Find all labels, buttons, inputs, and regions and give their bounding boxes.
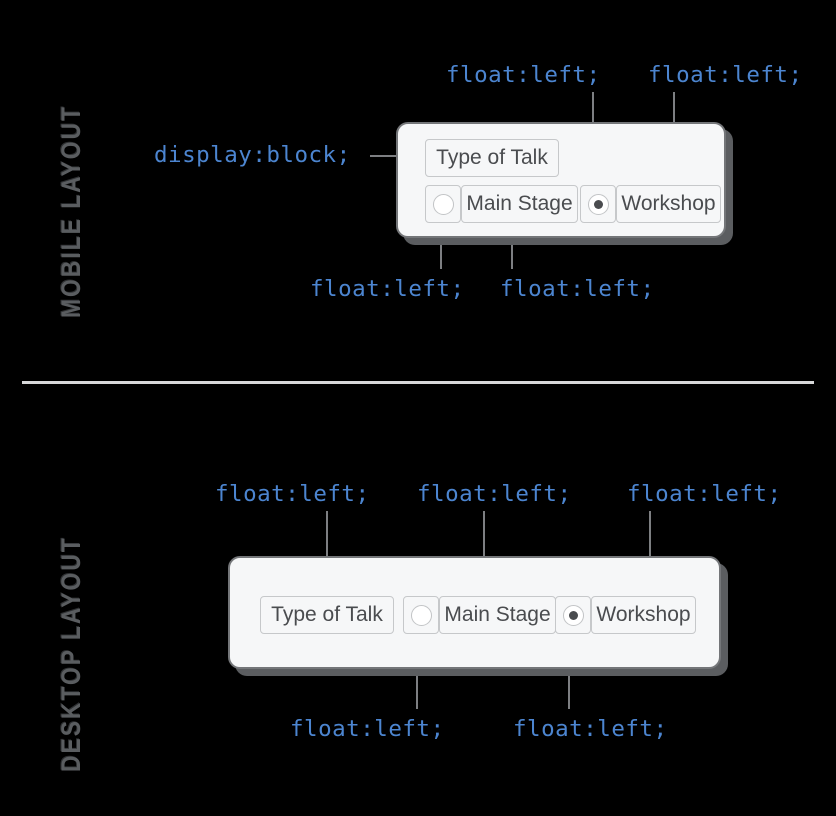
annotation-mobile-top-2: float:left;: [648, 62, 803, 88]
field-type-of-talk-desktop[interactable]: Type of Talk: [260, 596, 394, 634]
section-divider: [22, 381, 814, 384]
radio-main-stage-desktop[interactable]: [403, 596, 439, 634]
radio-circle-icon: [432, 193, 454, 215]
annotation-mobile-bottom-2: float:left;: [500, 276, 655, 302]
label-workshop-mobile[interactable]: Workshop: [616, 185, 721, 223]
radio-circle-icon: [410, 604, 432, 626]
annotation-desktop-bottom-1: float:left;: [290, 716, 445, 742]
annotation-mobile-left: display:block;: [154, 142, 351, 168]
leader-line-mobile-top-1: [592, 92, 594, 125]
leader-line-mobile-left: [370, 155, 398, 157]
label-main-stage-desktop[interactable]: Main Stage: [439, 596, 556, 634]
section-title-mobile: MOBILE LAYOUT: [56, 105, 86, 319]
leader-line-desktop-top-1: [326, 511, 328, 556]
form-card-desktop: Type of Talk Main Stage Workshop: [228, 556, 721, 669]
field-type-of-talk-mobile[interactable]: Type of Talk: [425, 139, 559, 177]
leader-line-mobile-top-2: [673, 92, 675, 125]
annotation-desktop-bottom-2: float:left;: [513, 716, 668, 742]
annotation-mobile-top-1: float:left;: [446, 62, 601, 88]
radio-workshop-mobile[interactable]: [580, 185, 616, 223]
label-workshop-desktop[interactable]: Workshop: [591, 596, 696, 634]
radio-circle-filled-icon: [562, 604, 584, 626]
leader-line-mobile-bottom-2: [511, 241, 513, 269]
section-title-desktop: DESKTOP LAYOUT: [56, 536, 86, 772]
leader-line-desktop-top-2: [483, 511, 485, 556]
annotation-mobile-bottom-1: float:left;: [310, 276, 465, 302]
leader-line-mobile-bottom-1: [440, 241, 442, 269]
label-main-stage-mobile[interactable]: Main Stage: [461, 185, 578, 223]
radio-workshop-desktop[interactable]: [555, 596, 591, 634]
form-card-mobile: Type of Talk Main Stage Workshop: [396, 122, 726, 238]
radio-main-stage-mobile[interactable]: [425, 185, 461, 223]
annotation-desktop-top-1: float:left;: [215, 481, 370, 507]
leader-line-desktop-bottom-1: [416, 669, 418, 709]
radio-circle-filled-icon: [587, 193, 609, 215]
leader-line-desktop-bottom-2: [568, 669, 570, 709]
annotation-desktop-top-2: float:left;: [417, 481, 572, 507]
annotation-desktop-top-3: float:left;: [627, 481, 782, 507]
leader-line-desktop-top-3: [649, 511, 651, 556]
